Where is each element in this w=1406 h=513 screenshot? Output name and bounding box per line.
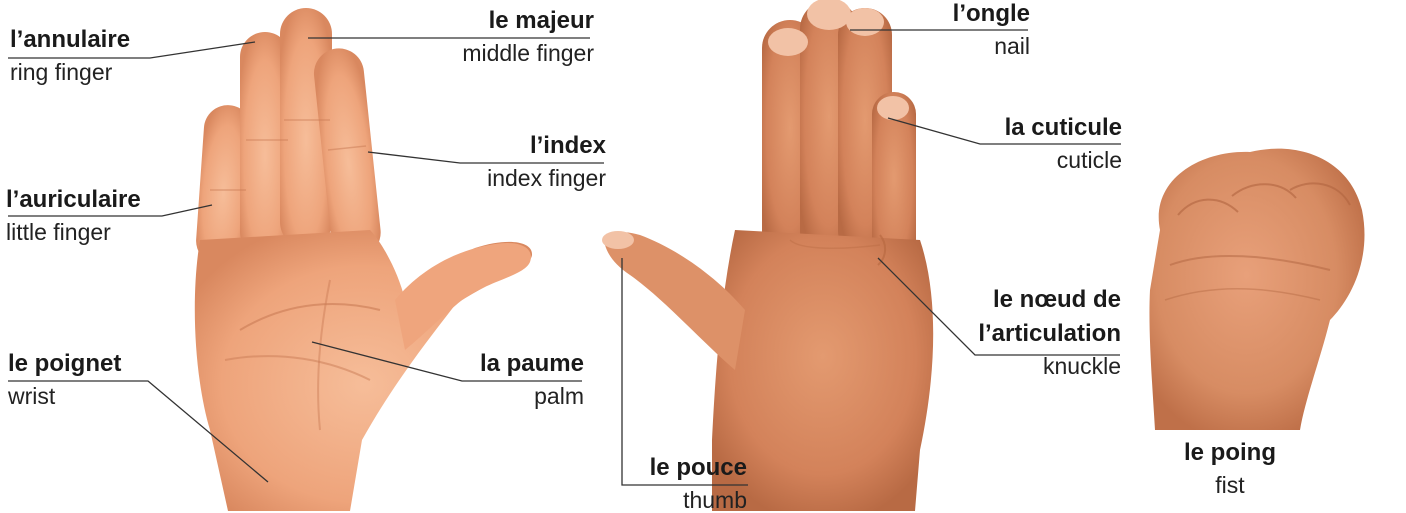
label-knuckle: le nœud de l’articulation knuckle [978, 288, 1121, 378]
leader-lines [8, 30, 1121, 485]
index-finger-english: index finger [487, 167, 606, 190]
nail-french: l’ongle [953, 2, 1030, 26]
label-index-finger: l’index index finger [487, 134, 606, 190]
knuckle-french-line2: l’articulation [978, 322, 1121, 346]
label-fist: le poing fist [1170, 441, 1290, 497]
fist-illustration [1149, 149, 1364, 430]
label-palm: la paume palm [480, 352, 584, 408]
label-little-finger: l’auriculaire little finger [6, 188, 141, 244]
cuticle-english: cuticle [1005, 149, 1122, 172]
thumb-english: thumb [650, 489, 747, 512]
palm-hand-illustration [194, 8, 532, 511]
fist-french: le poing [1170, 441, 1290, 465]
label-nail: l’ongle nail [953, 2, 1030, 58]
label-cuticle: la cuticule cuticle [1005, 116, 1122, 172]
label-thumb: le pouce thumb [650, 456, 747, 512]
cuticle-french: la cuticule [1005, 116, 1122, 140]
thumb-shape-palm [395, 243, 531, 350]
knuckle-french-line1: le nœud de [978, 288, 1121, 312]
back-thumb-shape [604, 232, 745, 370]
wrist-french: le poignet [8, 352, 121, 376]
middle-finger-french: le majeur [462, 9, 594, 33]
back-hand-illustration [602, 0, 933, 511]
little-finger-english: little finger [6, 221, 141, 244]
ring-finger-french: l’annulaire [10, 28, 130, 52]
label-wrist: le poignet wrist [8, 352, 121, 408]
index-finger-french: l’index [487, 134, 606, 158]
fist-english: fist [1170, 474, 1290, 497]
palm-english: palm [480, 385, 584, 408]
knuckle-english: knuckle [978, 355, 1121, 378]
thumb-french: le pouce [650, 456, 747, 480]
little-finger-french: l’auriculaire [6, 188, 141, 212]
ring-finger-english: ring finger [10, 61, 130, 84]
label-ring-finger: l’annulaire ring finger [10, 28, 130, 84]
cuticle-nail-shape [877, 96, 909, 120]
wrist-english: wrist [8, 385, 121, 408]
label-middle-finger: le majeur middle finger [462, 9, 594, 65]
middle-finger-english: middle finger [462, 42, 594, 65]
palm-french: la paume [480, 352, 584, 376]
nail-english: nail [953, 35, 1030, 58]
